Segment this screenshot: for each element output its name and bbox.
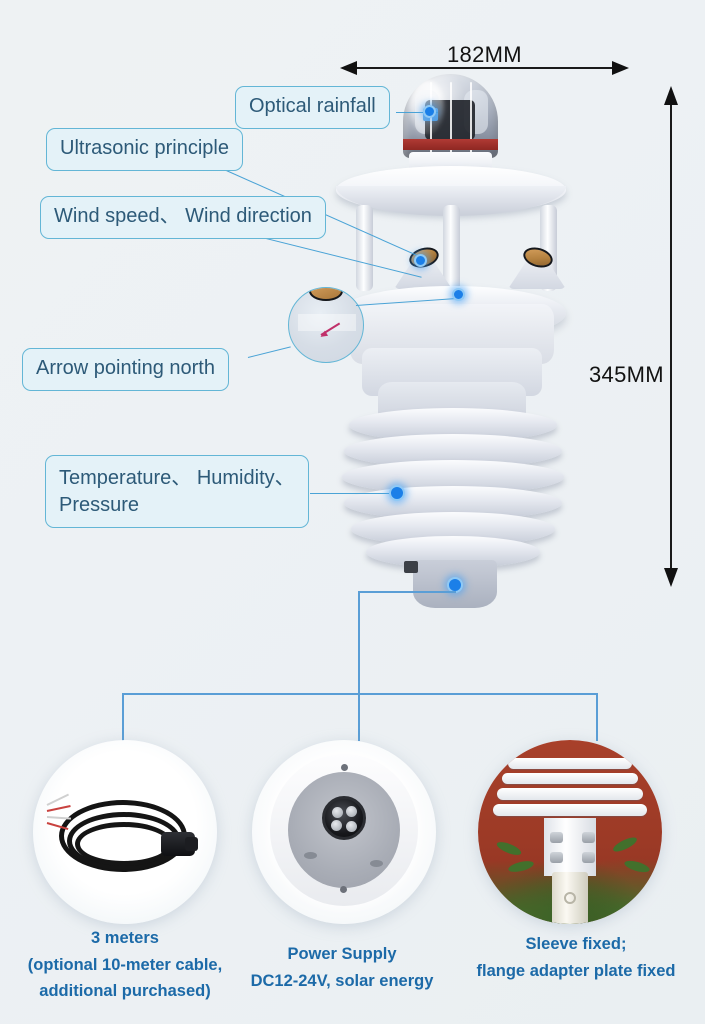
leader-line-optical-rainfall (396, 112, 438, 114)
leader-line-north-arrow (247, 346, 291, 359)
leader-line-wind (241, 232, 422, 279)
callout-temperature-humidity-pressure[interactable]: Temperature、 Humidity、 Pressure (45, 455, 309, 528)
power-connector (322, 796, 366, 840)
transducer-detail (309, 288, 343, 301)
width-dimension-line (352, 67, 617, 69)
bracket-drop-center (358, 693, 360, 741)
hotspot-wind-sensor[interactable] (414, 254, 427, 267)
caption-power-supply: Power Supply DC12-24V, solar energy (250, 945, 434, 990)
north-arrow-magnifier-inset (288, 287, 364, 363)
hotspot-north-arrow[interactable] (452, 288, 465, 301)
caption-cable: 3 meters (optional 10-meter cable, addit… (27, 929, 223, 1001)
installed-unit-photo (478, 740, 662, 924)
width-dimension-label: 182MM (447, 42, 522, 67)
height-arrow-up-icon (664, 86, 678, 105)
bracket-stub-horizontal (358, 591, 456, 593)
cap-nub (404, 561, 418, 573)
sensor-column (544, 818, 596, 876)
optical-rainfall-dome (403, 74, 498, 158)
width-arrow-right-icon (612, 61, 629, 75)
hotspot-optical-rainfall[interactable] (423, 105, 436, 118)
height-dimension-line (670, 104, 672, 568)
bracket-drop-left (122, 693, 124, 741)
height-arrow-down-icon (664, 568, 678, 587)
callout-ultrasonic-principle[interactable]: Ultrasonic principle (46, 128, 243, 171)
height-dimension-label: 345MM (589, 362, 664, 387)
connector-bottom-photo (252, 740, 436, 924)
cable-photo (33, 740, 217, 924)
leader-line-thp (310, 493, 396, 495)
callout-wind-speed-direction[interactable]: Wind speed、 Wind direction (40, 196, 326, 239)
bracket-stem-vertical (358, 591, 360, 694)
width-arrow-left-icon (340, 61, 357, 75)
bracket-horizontal-bar (122, 693, 598, 695)
bracket-drop-right (596, 693, 598, 741)
callout-optical-rainfall[interactable]: Optical rainfall (235, 86, 390, 129)
support-pillar (443, 205, 460, 291)
hotspot-temperature-humidity-pressure[interactable] (389, 485, 405, 501)
body-band-detail (298, 314, 356, 331)
caption-mounting: Sleeve fixed; flange adapter plate fixed (476, 935, 676, 980)
callout-arrow-pointing-north[interactable]: Arrow pointing north (22, 348, 229, 391)
support-pillar (356, 205, 373, 291)
